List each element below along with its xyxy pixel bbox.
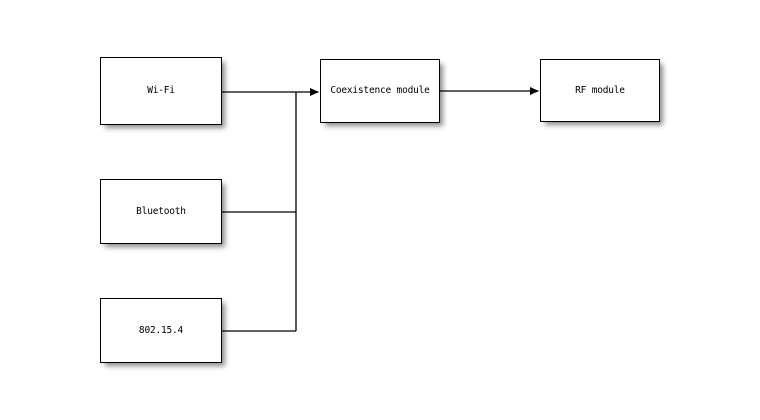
node-rf-module-label: RF module [575,84,625,96]
node-bluetooth-label: Bluetooth [136,205,186,217]
node-rf-module[interactable]: RF module [540,59,660,122]
node-wifi[interactable]: Wi-Fi [100,57,222,125]
node-802-15-4-label: 802.15.4 [138,324,184,336]
node-802-15-4[interactable]: 802.15.4 [100,298,222,363]
node-wifi-label: Wi-Fi [147,85,175,97]
node-coexistence-module-label: Coexistence module [330,85,430,97]
node-coexistence-module[interactable]: Coexistence module [320,59,440,123]
node-bluetooth[interactable]: Bluetooth [100,179,222,244]
